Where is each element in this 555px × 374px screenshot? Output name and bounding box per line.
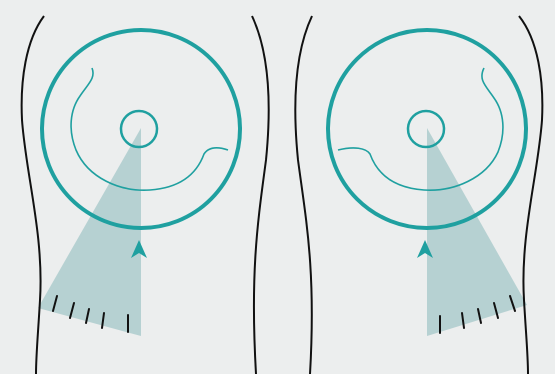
- breast-incision-diagram: [0, 0, 555, 374]
